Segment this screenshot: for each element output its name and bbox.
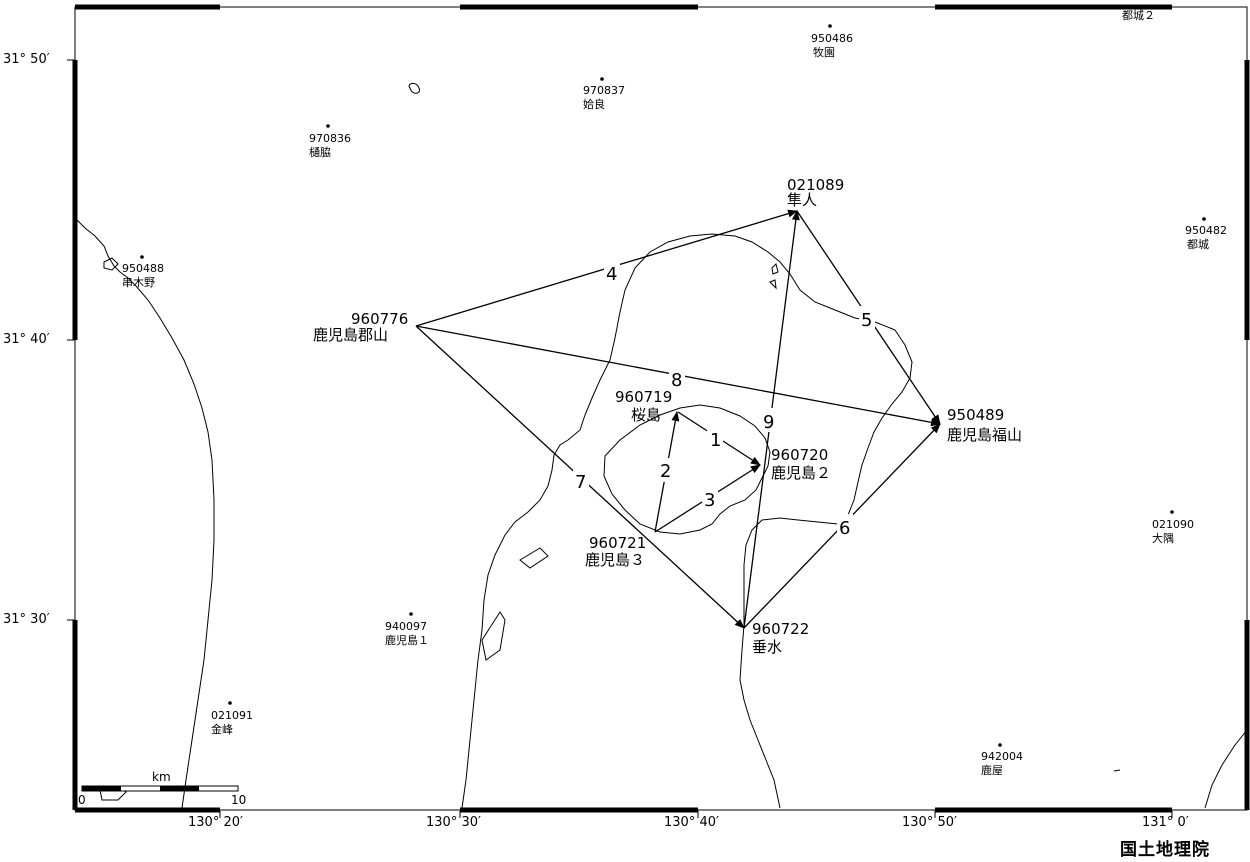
station-marker[interactable]: 942004 鹿屋 <box>981 743 1023 777</box>
station-id: 950482 <box>1185 224 1227 237</box>
station-marker[interactable]: 960721 鹿児島３ <box>585 534 646 569</box>
lat-label: 31° 30′ <box>3 612 50 627</box>
baseline-label: 8 <box>671 370 682 391</box>
station-marker[interactable]: 960720 鹿児島２ <box>771 446 831 482</box>
baseline-labels: 1 2 3 4 5 6 7 8 9 <box>573 260 875 539</box>
station-name: 鹿児島２ <box>771 464 831 482</box>
station-id: 960720 <box>771 446 828 464</box>
station-id: 960721 <box>589 534 646 552</box>
credit-label: 国土地理院 <box>1120 839 1210 860</box>
station-marker[interactable]: 960719 桜島 <box>615 388 672 424</box>
baseline-label: 3 <box>704 490 715 511</box>
station-id: 970836 <box>309 132 351 145</box>
station-marker[interactable]: 960776 鹿児島郡山 <box>313 310 408 344</box>
lon-label: 130° 50′ <box>902 815 957 830</box>
baseline-label: 9 <box>763 412 774 433</box>
station-name: 隼人 <box>787 191 817 209</box>
station-marker[interactable]: 021089 隼人 <box>787 176 844 209</box>
station-name: 串木野 <box>122 276 155 289</box>
station-id: 950489 <box>947 406 1004 424</box>
station-name: 垂水 <box>752 638 782 656</box>
lat-labels: 31° 50′ 31° 40′ 31° 30′ <box>3 52 50 627</box>
baseline-label: 4 <box>606 264 617 285</box>
station-marker[interactable]: 940097 鹿児島１ <box>385 612 429 647</box>
station-name: 鹿屋 <box>981 763 1003 777</box>
scale-start: 0 <box>78 793 86 807</box>
station-marker[interactable]: 970836 樋脇 <box>309 124 351 159</box>
station-id: 960719 <box>615 388 672 406</box>
station-name: 鹿児島福山 <box>947 426 1022 444</box>
baseline-label: 1 <box>710 430 721 451</box>
station-marker[interactable]: 950482 都城 <box>1185 217 1227 251</box>
lon-label: 131° 0′ <box>1142 815 1189 830</box>
station-id: 960776 <box>351 310 408 328</box>
map-frame <box>67 4 1250 818</box>
station-id: 970837 <box>583 84 625 97</box>
station-name: 都城 <box>1187 238 1209 251</box>
station-id: 950486 <box>811 32 853 45</box>
station-name: 鹿児島３ <box>585 551 645 569</box>
station-id: 021089 <box>787 176 844 194</box>
station-id: 942004 <box>981 750 1023 763</box>
station-marker[interactable]: 021090 大隅 <box>1152 510 1194 545</box>
station-name: 桜島 <box>631 406 661 424</box>
station-marker[interactable]: 950489 鹿児島福山 <box>947 406 1022 444</box>
station-name: 牧園 <box>813 45 835 59</box>
station-name: 鹿児島１ <box>385 633 429 647</box>
lat-label: 31° 40′ <box>3 332 50 347</box>
station-name: 鹿児島郡山 <box>313 326 388 344</box>
station-name: 姶良 <box>583 97 605 111</box>
scale-unit: km <box>152 770 171 784</box>
station-name: 樋脇 <box>309 145 331 159</box>
station-id: 021090 <box>1152 518 1194 531</box>
station-id: 021091 <box>211 709 253 722</box>
lat-label: 31° 50′ <box>3 52 50 67</box>
station-marker[interactable]: 970837 姶良 <box>583 77 625 111</box>
station-marker[interactable]: 950488 串木野 <box>122 255 164 289</box>
station-marker[interactable]: 021091 金峰 <box>211 701 253 736</box>
lon-label: 130° 40′ <box>664 815 719 830</box>
station-name: 金峰 <box>211 722 233 736</box>
scale-bar: km 0 10 <box>78 770 246 807</box>
baseline-label: 6 <box>839 518 850 539</box>
station-name: 大隅 <box>1152 531 1174 545</box>
station-marker[interactable]: 都城２ <box>1122 9 1155 22</box>
lon-label: 130° 30′ <box>426 815 481 830</box>
station-id: 960722 <box>752 620 809 638</box>
background-stations: 950486 牧園 970837 姶良 970836 樋脇 950488 串木野… <box>122 9 1227 777</box>
station-id: 950488 <box>122 262 164 275</box>
station-name: 都城２ <box>1122 9 1155 22</box>
baseline-label: 7 <box>575 472 586 493</box>
coastline <box>76 82 1248 809</box>
network-stations: 021089 隼人 960776 鹿児島郡山 950489 鹿児島福山 9607… <box>313 176 1022 656</box>
station-marker[interactable]: 950486 牧園 <box>811 24 853 59</box>
scale-end: 10 <box>231 793 246 807</box>
station-marker[interactable]: 960722 垂水 <box>752 620 809 656</box>
station-id: 940097 <box>385 620 427 633</box>
baseline-label: 2 <box>660 461 671 482</box>
lon-labels: 130° 20′ 130° 30′ 130° 40′ 130° 50′ 131°… <box>188 815 1189 830</box>
baseline-label: 5 <box>861 310 872 331</box>
lon-label: 130° 20′ <box>188 815 243 830</box>
